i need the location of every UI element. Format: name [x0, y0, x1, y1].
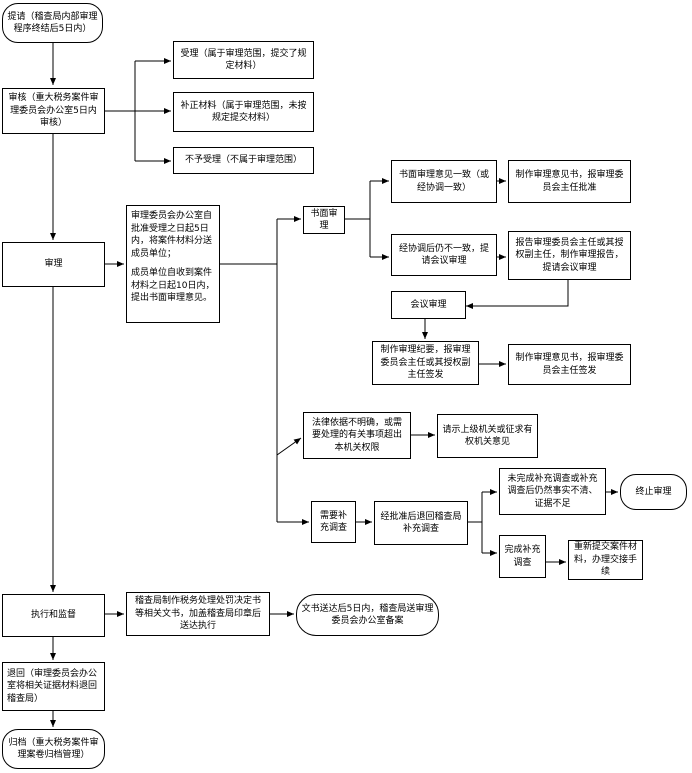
hearing-procedure-step-2: 成员单位自收到案件材料之日起10日内，提出书面审理意见。: [131, 268, 215, 303]
report-to-director-node: 报告审理委员会主任或其授权副主任，制作审理报告，提请会议审理: [508, 231, 631, 280]
filing-record-node: 文书送达后5日内，稽查局送审理委员会办公室备案: [296, 594, 439, 636]
return-for-investigation-node: 经批准后退回稽查局补充调查: [374, 501, 468, 545]
hearing-procedure-note: 审理委员会办公室自批准受理之日起5日内，将案件材料分送成员单位； 成员单位自收到…: [126, 205, 220, 323]
still-disagree-node: 经协调后仍不一致，提请会议审理: [391, 234, 497, 276]
terminate-hearing-node: 终止审理: [620, 474, 687, 510]
meeting-minutes-node: 制作审理纪要，报审理委员会主任或其授权副主任签发: [372, 341, 479, 385]
resubmit-materials-node: 重新提交案件材料，办理交接手续: [568, 540, 643, 580]
opinion-sign-off-node: 制作审理意见书，报审理委员会主任签发: [508, 344, 631, 385]
issue-decision-node: 稽查局制作税务处理处罚决定书等相关文书，加盖稽查局印章后送达执行: [126, 592, 270, 636]
archive-node: 归档（重大税务案件审理案卷归档管理）: [2, 729, 105, 769]
accept-node: 受理（属于审理范围，提交了规定材料）: [173, 41, 314, 79]
supplementary-investigation-node: 需要补充调查: [311, 501, 356, 543]
hearing-node: 审理: [2, 242, 105, 287]
hearing-procedure-step-1: 审理委员会办公室自批准受理之日起5日内，将案件材料分送成员单位；: [131, 211, 213, 259]
consult-superior-node: 请示上级机关或征求有权机关意见: [437, 414, 538, 458]
investigation-completed-node: 完成补充调查: [499, 535, 546, 578]
return-materials-node: 退回（审理委员会办公室将相关证据材料退回稽查局）: [2, 662, 105, 711]
review-node: 审核（重大税务案件审理委员会办公室5日内审核）: [2, 88, 105, 134]
supplement-materials-node: 补正材料（属于审理范围，未按规定提交材料）: [173, 92, 314, 132]
arrow-n4b1-n5: [466, 280, 569, 309]
written-hearing-node: 书面审理: [303, 206, 345, 234]
meeting-hearing-node: 会议审理: [391, 291, 466, 319]
legal-basis-unclear-node: 法律依据不明确，或需要处理的有关事项超出本机关权限: [303, 412, 411, 459]
submit-request-node: 提请（稽查局内部审理程序终结后5日内）: [2, 3, 103, 43]
investigation-unresolved-node: 未完成补充调查或补充调查后仍然事实不清、证据不足: [499, 468, 606, 515]
draft-opinion-for-approval-node: 制作审理意见书，报审理委员会主任批准: [508, 160, 631, 203]
reject-node: 不予受理（不属于审理范围）: [173, 147, 314, 174]
execution-supervision-node: 执行和监督: [2, 594, 105, 637]
written-opinion-agreed-node: 书面审理意见一致（或经协调一致）: [391, 160, 497, 203]
arrow-bus-n6: [276, 437, 302, 456]
